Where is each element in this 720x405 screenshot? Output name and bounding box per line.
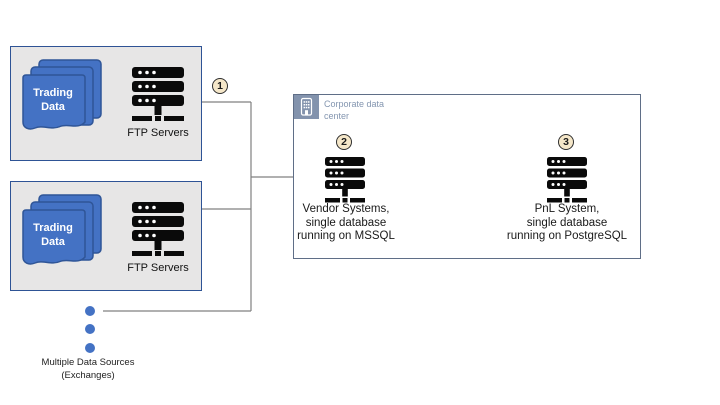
sources-note-line2: (Exchanges)	[61, 370, 115, 381]
pnl-system-label: PnL System, single database running on P…	[482, 203, 652, 244]
data-source-dot	[85, 306, 95, 316]
vendor-server-icon	[325, 157, 365, 203]
ftp-server-icon	[132, 202, 184, 256]
document-label: Trading Data	[33, 222, 73, 248]
vendor-label-line2: single database	[305, 216, 387, 229]
ftp-servers-label: FTP Servers	[127, 262, 189, 274]
ftp-servers-label: FTP Servers	[127, 127, 189, 139]
vendor-label-line3: running on MSSQL	[297, 230, 395, 242]
document-stack-icon	[22, 194, 102, 265]
data-source-dot	[85, 343, 95, 353]
corporate-datacenter-box: Corporate data center 2 Vendor Systems, …	[293, 94, 641, 259]
datacenter-label: Corporate data center	[324, 99, 385, 121]
step-badge-1: 1	[212, 78, 228, 94]
source-box-2: Trading Data FTP Servers	[10, 181, 202, 291]
multiple-data-sources-note: Multiple Data Sources (Exchanges)	[18, 356, 158, 382]
pnl-label-line2: single database	[526, 216, 608, 229]
data-source-dot	[85, 324, 95, 334]
vendor-system-label: Vendor Systems, single database running …	[269, 203, 423, 244]
pnl-server-icon	[547, 157, 587, 203]
step-badge-2: 2	[336, 134, 352, 150]
ftp-server-icon	[132, 67, 184, 121]
source-box-1: Trading Data FTP Servers	[10, 46, 202, 161]
pnl-label-line3: running on PostgreSQL	[506, 230, 628, 242]
vendor-label-line1: Vendor Systems,	[302, 203, 390, 215]
pnl-label-line1: PnL System,	[534, 203, 600, 215]
sources-note-line1: Multiple Data Sources	[41, 357, 135, 368]
document-stack-icon	[22, 59, 102, 130]
building-icon	[294, 95, 319, 119]
step-badge-3: 3	[558, 134, 574, 150]
document-label: Trading Data	[33, 87, 73, 113]
